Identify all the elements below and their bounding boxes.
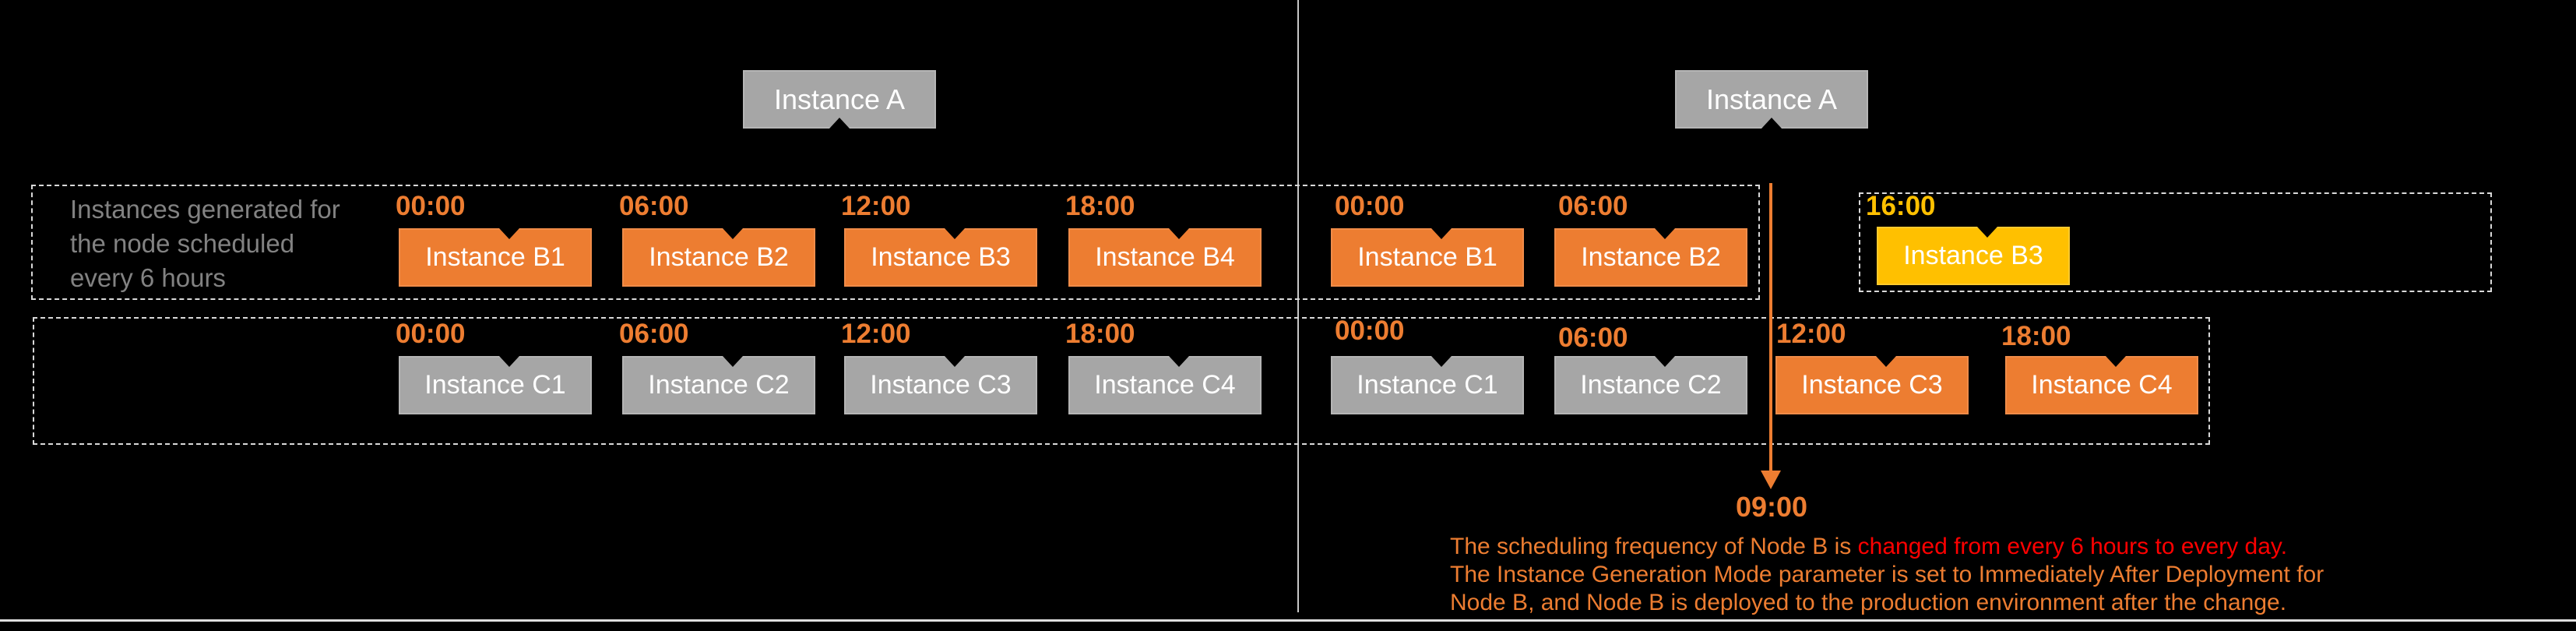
- instance-box-label: Instance B3: [871, 242, 1011, 272]
- arrow-notch-icon: [1654, 356, 1675, 367]
- instance-a-label: Instance A: [1705, 83, 1838, 115]
- section-divider-line: [1297, 0, 1299, 612]
- instance-box: Instance B4: [1068, 228, 1262, 287]
- instance-box-label: Instance C3: [870, 370, 1012, 400]
- arrow-notch-icon: [498, 228, 519, 239]
- b-row-dashed-group: [31, 185, 1760, 300]
- time-label: 18:00: [1065, 191, 1135, 221]
- time-label: 06:00: [1558, 191, 1628, 221]
- arrow-notch-icon: [944, 228, 965, 239]
- time-label: 00:00: [396, 319, 466, 349]
- time-label: 00:00: [1335, 191, 1405, 221]
- group-label: Instances generated for the node schedul…: [70, 192, 405, 295]
- instance-box: Instance C2: [1554, 356, 1747, 414]
- group-label-line1: Instances generated for: [70, 195, 340, 224]
- arrow-notch-icon: [1431, 356, 1452, 367]
- instance-box-label: Instance B2: [649, 242, 789, 272]
- instance-box-label: Instance C4: [1094, 370, 1236, 400]
- bottom-border-line: [0, 619, 2576, 622]
- time-label: 12:00: [841, 191, 911, 221]
- arrow-notch-icon: [1875, 356, 1896, 367]
- arrow-notch-icon: [1976, 227, 1997, 238]
- arrow-notch-icon: [722, 356, 743, 367]
- instance-box-label: Instance B2: [1581, 242, 1721, 272]
- instance-a-box-left: Instance A: [743, 70, 936, 129]
- instance-box: Instance C4: [2005, 356, 2198, 414]
- note-line2: The Instance Generation Mode parameter i…: [1450, 562, 2324, 587]
- instance-box-label: Instance C1: [1357, 370, 1498, 400]
- instance-box: Instance C2: [622, 356, 815, 414]
- time-label: 06:00: [619, 319, 689, 349]
- group-label-line3: every 6 hours: [70, 263, 226, 292]
- arrow-notch-icon: [1431, 228, 1452, 239]
- instance-box: Instance B3: [844, 228, 1037, 287]
- instance-a-box-right: Instance A: [1675, 70, 1868, 129]
- deployment-arrow-line: [1769, 183, 1772, 473]
- instance-box: Instance B2: [1554, 228, 1747, 287]
- arrow-notch-icon: [722, 228, 743, 239]
- down-arrow-icon: [1761, 471, 1781, 489]
- instance-box: Instance C1: [1331, 356, 1524, 414]
- instance-box: Instance B1: [399, 228, 592, 287]
- arrow-notch-icon: [829, 118, 850, 129]
- instance-box: Instance B1: [1331, 228, 1524, 287]
- time-label: 16:00: [1866, 191, 1936, 221]
- instance-box-delayed: Instance B3: [1877, 227, 2070, 285]
- time-label: 06:00: [1558, 323, 1628, 353]
- note-line1-orange: The scheduling frequency of Node B is: [1450, 534, 1858, 559]
- instance-box: Instance C3: [844, 356, 1037, 414]
- instance-box-label: Instance B3: [1903, 241, 2043, 270]
- instance-a-label: Instance A: [773, 83, 906, 115]
- instance-box-label: Instance C2: [1580, 370, 1722, 400]
- note-line3: Node B, and Node B is deployed to the pr…: [1450, 590, 2287, 615]
- arrow-notch-icon: [1168, 356, 1189, 367]
- instance-box: Instance C1: [399, 356, 592, 414]
- note-line1-red: changed from every 6 hours to every day.: [1857, 534, 2288, 559]
- time-label: 00:00: [1335, 316, 1405, 346]
- c-row-dashed-group: [33, 317, 2210, 445]
- instance-box-label: Instance C3: [1801, 370, 1943, 400]
- arrow-notch-icon: [1761, 118, 1782, 129]
- instance-box-label: Instance B1: [1357, 242, 1497, 272]
- group-label-line2: the node scheduled: [70, 229, 295, 258]
- time-label: 18:00: [1065, 319, 1135, 349]
- time-label: 00:00: [396, 191, 466, 221]
- note-line1: The scheduling frequency of Node B is ch…: [1450, 533, 2384, 561]
- instance-box: Instance C4: [1068, 356, 1262, 414]
- instance-box-label: Instance C2: [648, 370, 790, 400]
- time-label: 12:00: [1776, 319, 1846, 349]
- time-label: 18:00: [2001, 321, 2071, 351]
- time-label: 12:00: [841, 319, 911, 349]
- deployment-time-label: 09:00: [1735, 491, 1808, 523]
- time-label: 06:00: [619, 191, 689, 221]
- instance-box-label: Instance B1: [425, 242, 565, 272]
- instance-box-label: Instance B4: [1095, 242, 1235, 272]
- delayed-b3-dashed-group: [1859, 192, 2492, 292]
- instance-box: Instance C3: [1775, 356, 1969, 414]
- arrow-notch-icon: [1654, 228, 1675, 239]
- change-note: The scheduling frequency of Node B is ch…: [1450, 533, 2384, 617]
- instance-box-label: Instance C1: [424, 370, 566, 400]
- arrow-notch-icon: [944, 356, 965, 367]
- instance-box-label: Instance C4: [2031, 370, 2173, 400]
- arrow-notch-icon: [1168, 228, 1189, 239]
- instance-box: Instance B2: [622, 228, 815, 287]
- arrow-notch-icon: [498, 356, 519, 367]
- arrow-notch-icon: [2105, 356, 2126, 367]
